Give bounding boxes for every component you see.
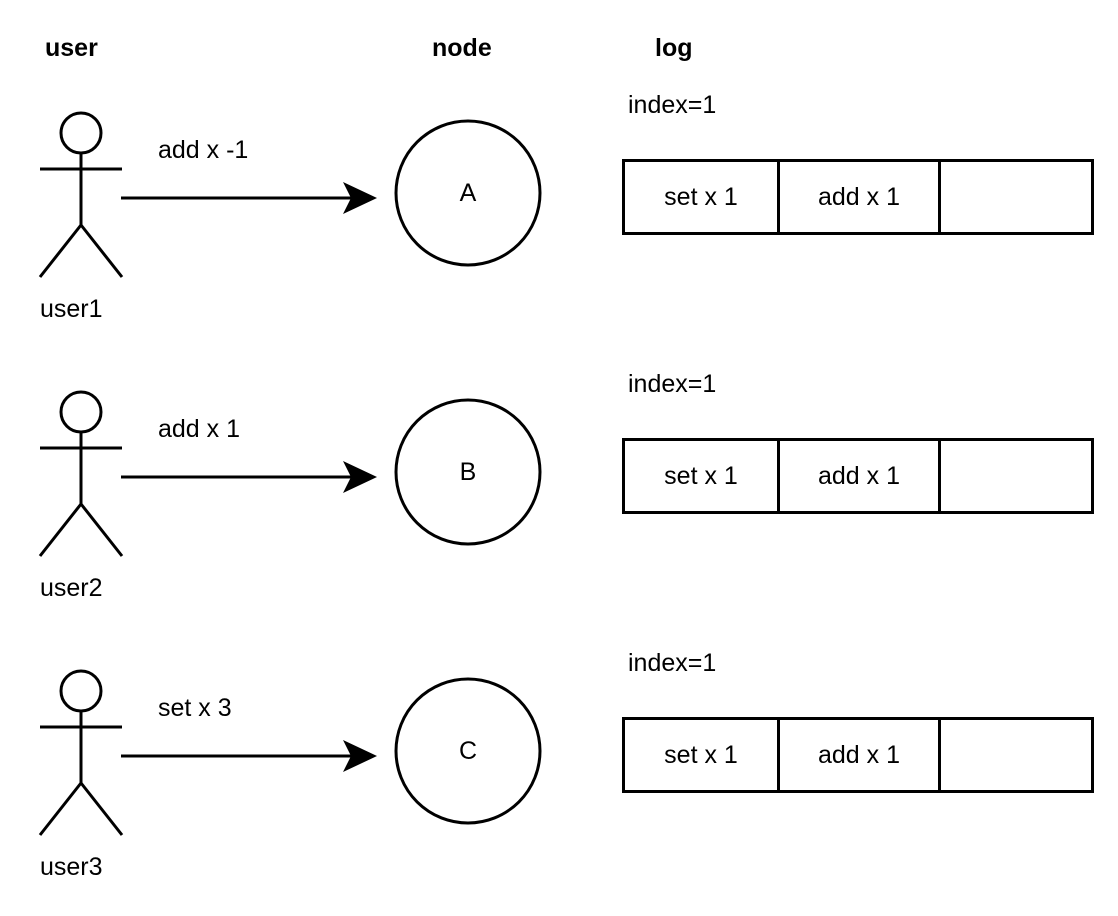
column-header-log: log [655,34,693,62]
log-cell-1-0[interactable]: set x 1 [625,162,780,232]
log-cell-2-2[interactable] [941,441,1091,511]
log-table: set x 1 add x 1 [622,159,1094,235]
stick-figure-icon [38,390,124,557]
node-circle[interactable] [392,117,544,269]
actor-name-label: user2 [40,574,103,602]
column-header-user: user [45,34,98,62]
log-table: set x 1 add x 1 [622,438,1094,514]
log-cell-2-0[interactable]: set x 1 [625,441,780,511]
diagram-row-2: add x 1 user2 B index=1 set x 1 add x 1 [0,284,1118,601]
log-cell-3-1[interactable]: add x 1 [780,720,941,790]
diagram-row-1: add x -1 user1 A index=1 set x 1 add x 1 [0,5,1118,322]
log-cell-2-1[interactable]: add x 1 [780,441,941,511]
log-cell-1-2[interactable] [941,162,1091,232]
arrow-right-icon [121,461,377,493]
actor-name-label: user3 [40,853,103,881]
log-cell-3-2[interactable] [941,720,1091,790]
log-index-label: index=1 [628,91,717,119]
node-circle[interactable] [392,396,544,548]
log-cell-1-1[interactable]: add x 1 [780,162,941,232]
diagram-row-3: set x 3 user3 C index=1 set x 1 add x 1 [0,563,1118,880]
log-index-label: index=1 [628,649,717,677]
node-circle[interactable] [392,675,544,827]
actor-name-label: user1 [40,295,103,323]
stick-figure-icon [38,669,124,836]
arrow-right-icon [121,740,377,772]
column-header-node: node [432,34,492,62]
stick-figure-icon [38,111,124,278]
message-label: add x 1 [158,415,241,443]
log-cell-3-0[interactable]: set x 1 [625,720,780,790]
log-table: set x 1 add x 1 [622,717,1094,793]
message-label: set x 3 [158,694,232,722]
arrow-right-icon [121,182,377,214]
message-label: add x -1 [158,136,249,164]
log-index-label: index=1 [628,370,717,398]
